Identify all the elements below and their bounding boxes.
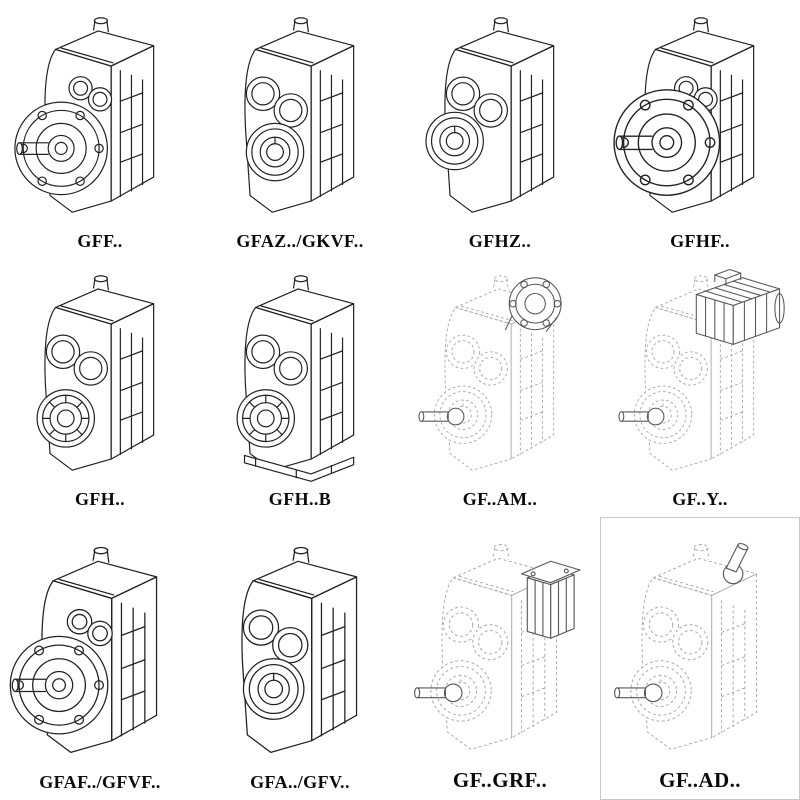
gearbox-drawing-gf-ad bbox=[614, 541, 758, 750]
gear-cover-circles bbox=[242, 609, 309, 664]
product-cell-gfaz-gkvf: GFAZ../GKVF.. bbox=[200, 0, 400, 259]
product-cell-gfa-gfv: GFA../GFV.. bbox=[200, 517, 400, 800]
gearbox-drawing-gf-am bbox=[418, 275, 562, 471]
output-bearing bbox=[36, 389, 96, 448]
output-flange bbox=[9, 635, 109, 735]
product-label: GFHZ.. bbox=[468, 231, 532, 251]
product-label: GFH..B bbox=[268, 489, 332, 509]
product-label: GF..GRF.. bbox=[452, 768, 548, 792]
product-label: GF..AM.. bbox=[462, 489, 538, 509]
hollow-shaft-bore bbox=[245, 122, 305, 182]
gearbox-drawing-gfhz bbox=[425, 17, 555, 213]
gearbox-drawing-gfa-gfv bbox=[241, 546, 358, 754]
product-cell-gfhf: GFHF.. bbox=[600, 0, 800, 259]
electric-motor bbox=[695, 268, 785, 345]
gearbox-drawing-gf-y bbox=[618, 268, 785, 471]
gearbox-drawing-gff bbox=[14, 17, 155, 213]
product-cell-gfhz: GFHZ.. bbox=[400, 0, 600, 259]
product-cell-gf-grf: GF..GRF.. bbox=[400, 517, 600, 800]
product-label: GFAF../GFVF.. bbox=[39, 772, 161, 792]
hollow-shaft-bore bbox=[242, 658, 305, 720]
mounting-foot bbox=[243, 454, 355, 482]
hollow-shaft-bore bbox=[425, 111, 484, 171]
gearbox-drawing-gfaz-gkvf bbox=[244, 17, 355, 213]
product-label: GFAZ../GKVF.. bbox=[236, 231, 364, 251]
product-cell-gfh-b: GFH..B bbox=[200, 259, 400, 517]
gear-cover-circles bbox=[245, 334, 309, 386]
gear-cover-circles bbox=[645, 334, 708, 386]
gear-cover-circles bbox=[442, 606, 509, 661]
gearbox-drawing-gfh bbox=[36, 275, 155, 471]
product-cell-gf-ad: GF..AD.. bbox=[600, 517, 800, 800]
product-cell-gf-y: GF..Y.. bbox=[600, 259, 800, 517]
gear-cover-circles bbox=[642, 606, 709, 661]
product-cell-gff: GFF.. bbox=[0, 0, 200, 259]
product-cell-gf-am: GF..AM.. bbox=[400, 259, 600, 517]
output-flange bbox=[613, 89, 721, 196]
gear-adapter-box bbox=[520, 560, 581, 639]
gearbox-drawing-gf-grf bbox=[414, 543, 581, 750]
product-label: GF..Y.. bbox=[672, 489, 728, 509]
motor-adapter-flange bbox=[505, 277, 562, 332]
gear-cover-circles bbox=[245, 76, 309, 128]
product-cell-gfh: GFH.. bbox=[0, 259, 200, 517]
gear-cover-circles bbox=[45, 334, 109, 386]
product-label: GFF.. bbox=[77, 231, 123, 251]
input-shaft-adapter bbox=[722, 541, 750, 585]
gearbox-drawing-gfh-b bbox=[236, 275, 355, 482]
product-label: GFA../GFV.. bbox=[250, 772, 350, 792]
gear-cover-circles bbox=[445, 334, 508, 386]
output-flange bbox=[14, 101, 109, 196]
product-cell-gfaf-gfvf: GFAF../GFVF.. bbox=[0, 517, 200, 800]
product-label: GF..AD.. bbox=[659, 768, 741, 792]
product-label: GFHF.. bbox=[670, 231, 730, 251]
gearbox-drawing-gfaf-gfvf bbox=[9, 546, 158, 754]
product-label: GFH.. bbox=[75, 489, 125, 509]
gearbox-drawing-gfhf bbox=[613, 17, 755, 213]
output-bearing bbox=[236, 389, 296, 448]
